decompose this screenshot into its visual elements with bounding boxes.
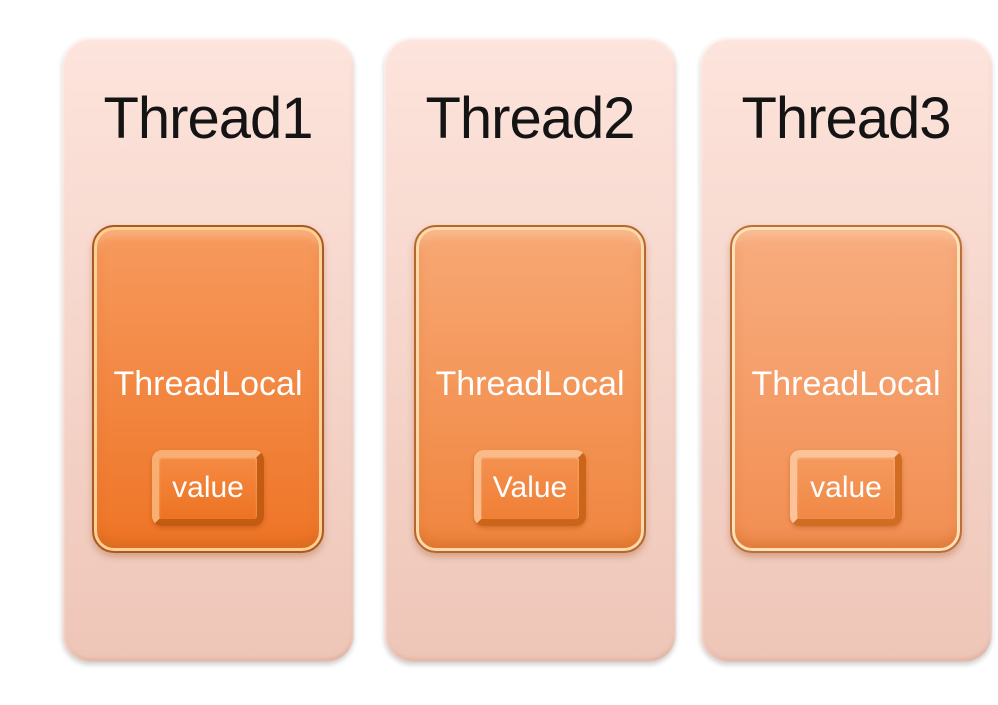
value-box-2: Value bbox=[474, 450, 586, 526]
thread-title-2: Thread2 bbox=[425, 86, 635, 151]
threadlocal-label-2: ThreadLocal bbox=[435, 365, 625, 403]
threadlocal-label-3: ThreadLocal bbox=[751, 365, 941, 403]
thread-card-2: Thread2 ThreadLocal Value bbox=[384, 37, 676, 662]
thread-card-3: Thread3 ThreadLocal value bbox=[700, 37, 992, 662]
thread-title-3: Thread3 bbox=[741, 86, 951, 151]
threadlocal-box-2: ThreadLocal Value bbox=[414, 225, 646, 553]
thread-title-1: Thread1 bbox=[103, 86, 313, 151]
threadlocal-label-1: ThreadLocal bbox=[113, 365, 303, 403]
threadlocal-box-1: ThreadLocal value bbox=[92, 225, 324, 553]
thread-card-1: Thread1 ThreadLocal value bbox=[62, 37, 354, 662]
value-box-1: value bbox=[152, 450, 264, 526]
threadlocal-box-3: ThreadLocal value bbox=[730, 225, 962, 553]
value-box-3: value bbox=[790, 450, 902, 526]
